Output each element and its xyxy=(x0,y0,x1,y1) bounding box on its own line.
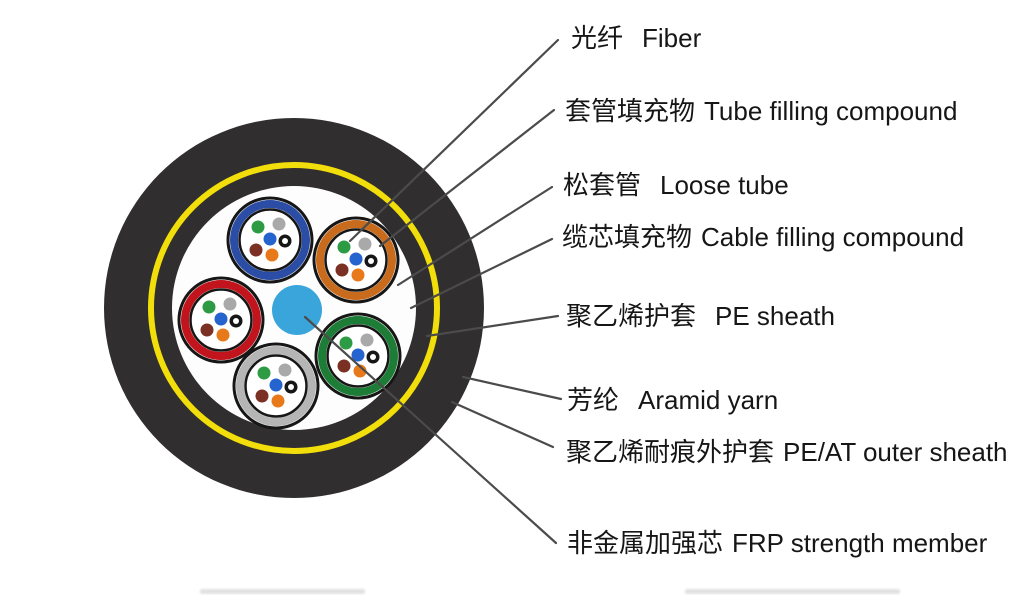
red-slate-fiber xyxy=(223,297,237,311)
label-cable-filling-en: Cable filling compound xyxy=(701,222,965,252)
green-slate-fiber xyxy=(360,333,374,347)
label-pe-sheath-zh: 聚乙烯护套 xyxy=(566,301,697,331)
label-tube-filling: 套管填充物 Tube filling compound xyxy=(565,97,957,125)
red-brown-fiber xyxy=(200,323,214,337)
watermark-fragment-right xyxy=(685,589,900,594)
gray-slate-fiber xyxy=(278,363,292,377)
leader-line-tube-filling xyxy=(378,108,556,248)
blue-blue-fiber xyxy=(263,232,277,246)
red-white-fiber-core xyxy=(233,318,239,324)
watermark-fragment-left xyxy=(200,589,365,594)
label-pe-sheath-en: PE sheath xyxy=(715,301,835,331)
loose-tube-blue-inner-ring xyxy=(238,208,302,272)
label-pe-at-outer-sheath-en: PE/AT outer sheath xyxy=(783,437,1008,467)
orange-slate-fiber xyxy=(358,237,372,251)
label-tube-filling-en: Tube filling compound xyxy=(704,96,958,126)
loose-tube-orange-inner-ring xyxy=(324,228,388,292)
label-frp-strength-member-zh: 非金属加强芯 xyxy=(567,528,724,558)
gray-green-fiber xyxy=(257,366,271,380)
label-fiber: 光纤 Fiber xyxy=(571,24,701,52)
label-fiber-en: Fiber xyxy=(642,23,702,53)
leader-line-fiber xyxy=(348,38,560,243)
blue-green-fiber xyxy=(251,220,265,234)
label-frp-strength-member-en: FRP strength member xyxy=(732,528,988,558)
gray-brown-fiber xyxy=(255,389,269,403)
gray-blue-fiber xyxy=(269,378,283,392)
gray-orange-fiber xyxy=(271,394,285,408)
label-pe-sheath: 聚乙烯护套 PE sheath xyxy=(566,302,835,330)
loose-tube-green-inner-ring xyxy=(326,324,390,388)
blue-slate-fiber xyxy=(272,217,286,231)
label-loose-tube-zh: 松套管 xyxy=(563,170,642,200)
label-fiber-zh: 光纤 xyxy=(571,23,624,53)
red-blue-fiber xyxy=(214,312,228,326)
blue-brown-fiber xyxy=(249,243,263,257)
green-orange-fiber xyxy=(353,364,367,378)
label-frp-strength-member: 非金属加强芯 FRP strength member xyxy=(567,529,987,557)
orange-brown-fiber xyxy=(335,263,349,277)
label-loose-tube-en: Loose tube xyxy=(660,170,789,200)
green-blue-fiber xyxy=(351,348,365,362)
label-aramid-yarn: 芳纶 Aramid yarn xyxy=(567,386,778,414)
label-tube-filling-zh: 套管填充物 xyxy=(565,96,696,126)
label-pe-at-outer-sheath-zh: 聚乙烯耐痕外护套 xyxy=(566,437,775,467)
loose-tube-red-inner-ring xyxy=(189,288,253,352)
loose-tube-gray-inner-ring xyxy=(244,354,308,418)
leader-line-pe-at-outer-sheath xyxy=(450,400,555,449)
blue-white-fiber-core xyxy=(282,238,288,244)
red-orange-fiber xyxy=(216,328,230,342)
frp-strength-member xyxy=(272,285,322,335)
label-loose-tube: 松套管 Loose tube xyxy=(563,171,789,199)
blue-orange-fiber xyxy=(265,248,279,262)
loose-tube-gray-band xyxy=(236,346,316,426)
leader-line-frp-strength xyxy=(303,315,558,545)
leader-line-pe-sheath xyxy=(425,314,560,338)
label-aramid-yarn-en: Aramid yarn xyxy=(638,385,779,415)
label-aramid-yarn-zh: 芳纶 xyxy=(567,385,620,415)
loose-tube-orange-band xyxy=(316,220,396,300)
leader-line-loose-tube xyxy=(396,185,554,287)
label-cable-filling-zh: 缆芯填充物 xyxy=(562,222,693,252)
green-brown-fiber xyxy=(337,359,351,373)
green-green-fiber xyxy=(339,336,353,350)
gray-white-fiber-core xyxy=(288,384,294,390)
label-pe-at-outer-sheath: 聚乙烯耐痕外护套 PE/AT outer sheath xyxy=(566,438,1008,466)
loose-tube-green-band xyxy=(318,316,398,396)
red-green-fiber xyxy=(202,300,216,314)
leader-line-aramid-yarn xyxy=(461,375,563,401)
green-white-fiber-core xyxy=(370,354,376,360)
loose-tube-red-band xyxy=(181,280,261,360)
label-cable-filling: 缆芯填充物 Cable filling compound xyxy=(562,223,964,251)
aramid-ring xyxy=(148,162,440,454)
loose-tube-blue-band xyxy=(230,200,310,280)
leader-line-cable-filling xyxy=(409,237,554,310)
orange-green-fiber xyxy=(337,240,351,254)
orange-white-fiber-core xyxy=(368,258,374,264)
orange-blue-fiber xyxy=(349,252,363,266)
orange-orange-fiber xyxy=(351,268,365,282)
